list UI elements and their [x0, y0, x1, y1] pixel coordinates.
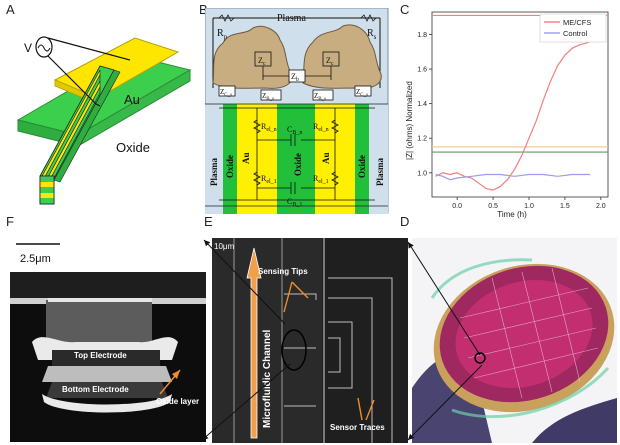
au-label: Au	[124, 92, 140, 107]
svg-text:CB_n: CB_n	[287, 125, 302, 136]
svg-text:Rel_1: Rel_1	[313, 174, 329, 185]
x-axis-label: Time (h)	[497, 210, 527, 219]
sensing-tips-label: Sensing Tips	[258, 267, 308, 276]
svg-text:ZB_s: ZB_s	[262, 92, 274, 102]
svg-text:Rel_n: Rel_n	[313, 122, 329, 133]
wafer-photo	[412, 238, 617, 443]
plasma-left-label: Plasma	[209, 158, 219, 186]
legend-label: ME/CFS	[563, 18, 591, 27]
x-tick-label: 2.0	[596, 203, 606, 210]
svg-text:Zc: Zc	[326, 56, 334, 67]
oxide-label: Oxide	[116, 140, 150, 155]
legend-label: Control	[563, 29, 588, 38]
series-line-me-cfs	[435, 40, 591, 191]
au-left-label: Au	[241, 152, 251, 164]
panel-letter-a: A	[6, 2, 15, 17]
y-tick-label: 1.0	[417, 170, 427, 177]
oxide-layer-label: Oxide layer	[156, 397, 199, 406]
x-tick-label: 0.0	[452, 203, 462, 210]
bottom-electrode-label: Bottom Electrode	[62, 385, 129, 394]
panel-letter-b: B	[199, 2, 208, 17]
scale-bar-label-e: 10μm	[214, 242, 235, 251]
oxide-right-label: Oxide	[357, 155, 367, 178]
y-tick-label: 1.2	[417, 136, 427, 143]
y-tick-label: 1.4	[417, 101, 427, 108]
au-right-label: Au	[321, 152, 331, 164]
top-electrode-label: Top Electrode	[74, 351, 127, 360]
cell-left-icon	[212, 25, 293, 89]
oxide-center-label: Oxide	[293, 153, 303, 176]
y-tick-label: 1.8	[417, 32, 427, 39]
svg-text:Rp: Rp	[217, 28, 228, 41]
svg-text:Zc: Zc	[258, 56, 266, 67]
sem-cross-section: 2.5μm Top Electrode Bottom Electrode Oxi…	[2, 232, 207, 442]
panel-letter-f: F	[6, 214, 14, 229]
x-tick-label: 1.5	[560, 203, 570, 210]
series-line-control	[435, 173, 590, 181]
panel-letter-c: C	[400, 2, 410, 17]
layer-circuit	[219, 107, 375, 201]
interface-impedances: ZC_s ZB_s ZB_s ZC_s	[218, 85, 372, 102]
svg-text:Rel_1: Rel_1	[261, 174, 277, 185]
svg-text:ZC_s: ZC_s	[356, 88, 368, 98]
rs-label: R	[367, 28, 374, 39]
impedance-chart: 0.0 0.5 1.0 1.5 2.0 1.0 1.2 1.4 1.6 1.8 |Z| (ohm…	[405, 11, 609, 219]
y-tick-label: 1.6	[417, 67, 427, 74]
x-tick-label: 0.5	[488, 203, 498, 210]
svg-text:ZB_s: ZB_s	[314, 92, 326, 102]
y-axis-label: |Z| (ohms) Normalized	[405, 81, 414, 160]
rp-label: R	[217, 28, 224, 39]
svg-text:CB_1: CB_1	[287, 197, 302, 208]
scale-bar-label-f: 2.5μm	[20, 253, 51, 265]
voltage-label: V	[24, 41, 32, 55]
electrode-schematic: V Au Oxide	[16, 36, 192, 205]
panel-letter-d: D	[400, 214, 410, 229]
electrode-stack	[39, 65, 121, 205]
svg-text:ZC_s: ZC_s	[220, 88, 232, 98]
plasma-right-label: Plasma	[375, 158, 385, 186]
plot-area	[431, 11, 609, 198]
circuit-model-diagram: Plasma Rp Rs Zc Zc Zb ZC_s ZB_s ZB_s ZC_…	[205, 8, 389, 214]
svg-text:Zb: Zb	[291, 72, 299, 83]
svg-text:Rs: Rs	[367, 28, 377, 41]
microfluidic-image: Microfluidic Channel 10μm Sensing Tips S…	[212, 238, 408, 443]
sensor-traces-label: Sensor Traces	[330, 423, 385, 432]
microfluidic-channel-label: Microfluidic Channel	[262, 329, 273, 428]
panel-letter-e: E	[204, 214, 213, 229]
chart-legend: ME/CFS Control	[539, 13, 607, 43]
x-tick-label: 1.0	[524, 203, 534, 210]
svg-text:Rel_n: Rel_n	[261, 122, 277, 133]
oxide-left-label: Oxide	[225, 155, 235, 178]
plasma-top-label: Plasma	[277, 13, 306, 24]
